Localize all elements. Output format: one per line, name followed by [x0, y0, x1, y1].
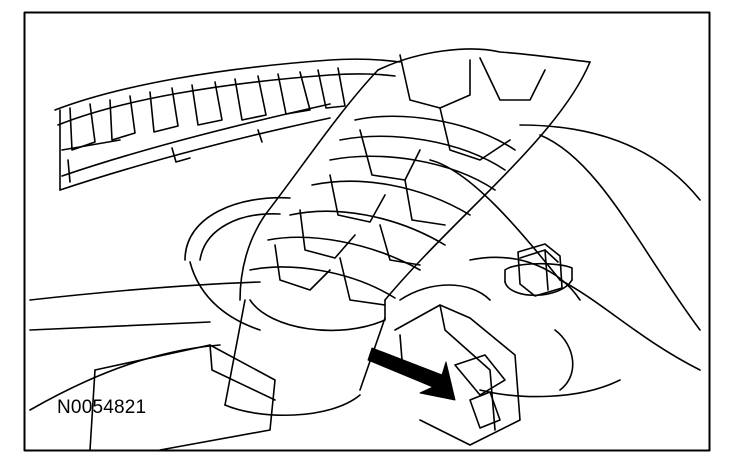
- lower-sleeve: [224, 299, 386, 417]
- callout-arrow: [367, 347, 456, 401]
- corrugated-boot: [239, 48, 591, 332]
- figure-id-label: N0054821: [57, 397, 147, 418]
- bracket-block: [89, 344, 276, 451]
- mounting-bolt: [504, 243, 573, 297]
- electrical-connector: [394, 304, 521, 446]
- figure-border: [23, 11, 711, 452]
- ribbed-shroud: [54, 58, 401, 191]
